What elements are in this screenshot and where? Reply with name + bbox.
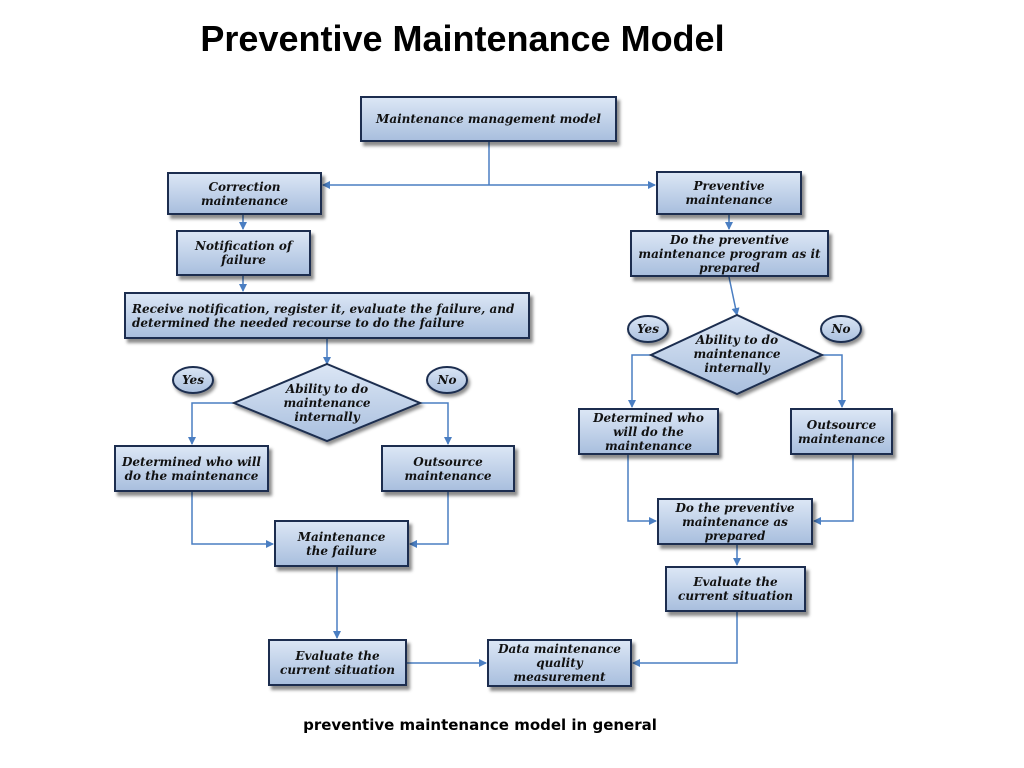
left-decision-diamond	[231, 362, 423, 443]
node-label: Maintenance management model	[376, 112, 601, 126]
figure-caption: preventive maintenance model in general	[303, 716, 657, 734]
node-label: Determined who will do the maintenance	[593, 410, 704, 453]
right-decision-diamond	[648, 313, 825, 396]
node-left-evaluate: Evaluate the current situation	[268, 639, 407, 686]
node-label: Receive notification, register it, evalu…	[132, 301, 515, 330]
node-label: Do the preventive maintenance program as…	[638, 232, 821, 275]
node-right-determined-who: Determined who will do the maintenance	[578, 408, 719, 455]
connector-right-evaluate-to-data	[632, 612, 738, 667]
node-label: Maintenance the failure	[297, 529, 386, 558]
node-maintenance-the-failure: Maintenance the failure	[274, 520, 409, 567]
node-label: Notification of failure	[194, 239, 293, 267]
left-yes-label: Yes	[182, 373, 204, 387]
node-notification-of-failure: Notification of failure	[176, 230, 311, 276]
left-no-oval	[426, 366, 468, 394]
connector-right-diamond-yes	[628, 354, 651, 408]
node-label: Do the preventive maintenance as prepare…	[675, 500, 795, 543]
connector-left-diamond-no	[420, 402, 452, 445]
left-yes-oval	[172, 366, 214, 394]
connector-right-determined-to-do	[627, 455, 657, 525]
node-label: Outsource maintenance	[404, 454, 492, 483]
left-diamond-label: Ability to do maintenance internally	[283, 382, 371, 424]
node-preventive-maintenance: Preventive maintenance	[656, 171, 802, 215]
node-do-preventive-as-prepared: Do the preventive maintenance as prepare…	[657, 498, 813, 545]
connector-right-outsource-to-do	[813, 455, 854, 525]
node-label: Evaluate the current situation	[678, 575, 793, 603]
connector-left-determined-to-failure	[191, 492, 274, 548]
node-label: Correction maintenance	[200, 179, 289, 208]
node-label: Data maintenance quality measurement	[498, 642, 621, 684]
node-correction-maintenance: Correction maintenance	[167, 172, 322, 215]
node-right-evaluate: Evaluate the current situation	[665, 566, 806, 612]
connector-program-to-diamond	[728, 276, 740, 316]
connector-left-outsource-to-failure	[409, 492, 449, 548]
page-title: Preventive Maintenance Model	[200, 18, 725, 59]
node-left-determined-who: Determined who will do the maintenance	[114, 445, 269, 492]
right-no-label: No	[831, 322, 851, 336]
right-yes-oval	[627, 315, 669, 343]
right-diamond-label: Ability to do maintenance internally	[693, 333, 781, 375]
connector-left-diamond-yes	[188, 402, 234, 445]
node-label: Determined who will do the maintenance	[122, 454, 261, 483]
node-receive-notification: Receive notification, register it, evalu…	[124, 292, 530, 339]
node-data-quality-measurement: Data maintenance quality measurement	[487, 639, 632, 687]
node-label: Evaluate the current situation	[280, 648, 395, 677]
connector-right-diamond-no	[822, 354, 846, 408]
node-maintenance-management-model: Maintenance management model	[360, 96, 617, 142]
right-no-oval	[820, 315, 862, 343]
node-left-outsource-maintenance: Outsource maintenance	[381, 445, 515, 492]
node-do-preventive-program: Do the preventive maintenance program as…	[630, 230, 829, 277]
left-no-label: No	[437, 373, 457, 387]
node-right-outsource-maintenance: Outsource maintenance	[790, 408, 893, 455]
node-label: Outsource maintenance	[797, 417, 886, 446]
right-yes-label: Yes	[637, 322, 659, 336]
node-label: Preventive maintenance	[685, 179, 773, 207]
